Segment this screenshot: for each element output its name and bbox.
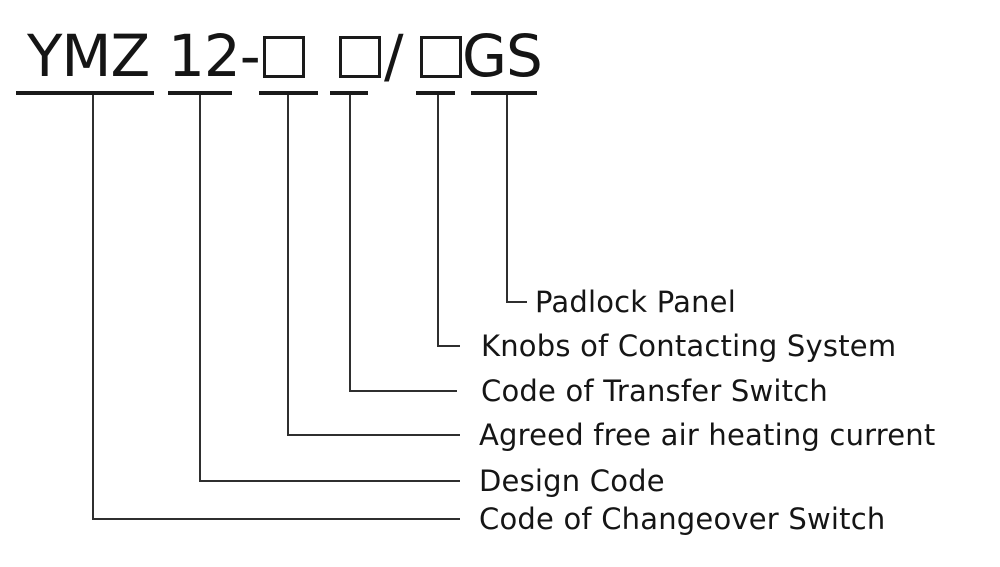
underline-design [168,91,232,95]
model-code-segment-design: 12- [168,22,261,90]
placeholder-box-3 [420,36,462,78]
connector-vertical-changeover [92,95,94,520]
label-padlock-panel: Padlock Panel [535,285,736,319]
connector-vertical-design [199,95,201,482]
label-code-of-transfer-switch: Code of Transfer Switch [481,374,828,408]
underline-box3 [416,91,455,95]
underline-series [16,91,154,95]
connector-vertical-knobs [437,95,439,347]
model-code-segment-suffix: GS [462,22,543,90]
connector-elbow-changeover [92,518,460,520]
connector-vertical-padlock [506,95,508,303]
label-design-code: Design Code [479,464,665,498]
connector-elbow-padlock [506,301,527,303]
model-code-segment-slash: / [384,22,404,90]
connector-elbow-transfer [349,390,457,392]
underline-box2 [330,91,368,95]
label-code-of-changeover-switch: Code of Changeover Switch [479,502,886,536]
connector-elbow-heating [287,434,460,436]
connector-elbow-design [199,480,460,482]
placeholder-box-1 [263,36,305,78]
connector-elbow-knobs [437,345,460,347]
underline-box1 [259,91,318,95]
label-knobs-of-contacting-system: Knobs of Contacting System [481,329,897,363]
underline-suffix [471,91,537,95]
model-code-segment-series: YMZ [27,22,150,90]
connector-vertical-transfer [349,95,351,392]
label-agreed-free-air-heating-current: Agreed free air heating current [479,418,936,452]
placeholder-box-2 [339,36,381,78]
connector-vertical-heating [287,95,289,436]
